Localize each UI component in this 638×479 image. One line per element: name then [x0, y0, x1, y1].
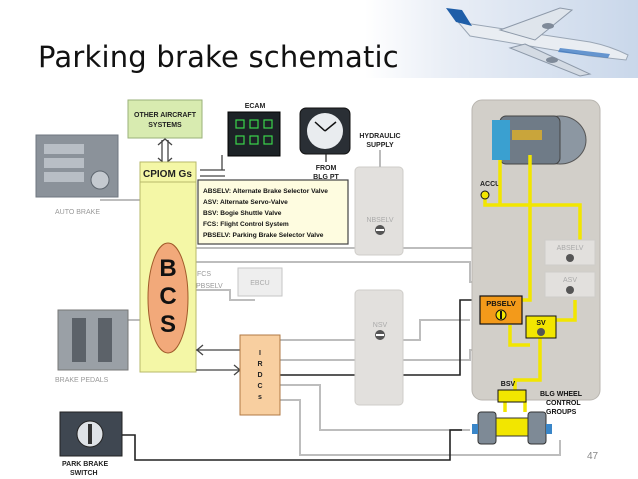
nsv-panel — [354, 289, 404, 406]
bcs-ellipse — [147, 242, 189, 354]
fcs-label: FCS — [197, 271, 211, 278]
brake-pedals-label: BRAKE PEDALS — [55, 377, 109, 384]
bsv-box — [497, 389, 527, 403]
airplane-image — [446, 7, 629, 77]
irdcs-letter-2: D — [257, 372, 262, 379]
irdcs-letter-4: s — [258, 394, 262, 401]
park-brake-label-2: SWITCH — [70, 470, 98, 477]
pbselv-small-label: PBSELV — [196, 283, 223, 290]
sv-label: SV — [536, 320, 546, 327]
ebcu-label: EBCU — [250, 280, 269, 287]
other-aircraft-label-2: SYSTEMS — [148, 122, 182, 129]
brake-pedals-image — [57, 309, 129, 371]
wheel-control-group-image — [472, 411, 552, 445]
page-number: 47 — [587, 451, 599, 462]
accu-label: ACCU — [480, 181, 500, 188]
nbselv-panel — [354, 166, 404, 256]
cpiom-label: CPIOM Gs — [143, 169, 192, 180]
pbselv-label: PBSELV — [486, 299, 515, 308]
other-aircraft-systems-box — [127, 99, 203, 139]
cpiom-box — [139, 161, 197, 183]
asv-valve-icon — [566, 286, 574, 294]
ebcu-box — [237, 267, 283, 297]
abselv-label: ABSELV — [557, 245, 584, 252]
bcs-letter-c: C — [159, 283, 176, 310]
ecam-display — [227, 111, 281, 157]
legend-item-0: ABSELV: Alternate Brake Selector Valve — [203, 188, 328, 195]
irdcs-letter-3: C — [257, 383, 262, 390]
sv-box — [525, 315, 557, 339]
irdcs-letter-0: I — [259, 350, 261, 357]
abselv-valve-icon — [566, 254, 574, 262]
park-brake-label-1: PARK BRAKE — [62, 461, 108, 468]
legend-item-2: BSV: Bogie Shuttle Valve — [203, 210, 282, 217]
irdcs-letter-1: R — [257, 361, 262, 368]
asv-label: ASV — [563, 277, 577, 284]
hydraulic-supply-label-2: SUPPLY — [366, 142, 394, 149]
legend-item-1: ASV: Alternate Servo-Valve — [203, 199, 288, 206]
legend-item-4: PBSELV: Parking Brake Selector Valve — [203, 232, 324, 239]
blg-label-3: GROUPS — [546, 409, 577, 416]
blg-label-2: CONTROL — [546, 400, 581, 407]
legend-box — [197, 179, 349, 245]
auto-brake-label: AUTO BRAKE — [55, 209, 100, 216]
sv-valve-icon — [537, 328, 545, 336]
bcs-letter-s: S — [160, 311, 176, 338]
legend-item-3: FCS: Flight Control System — [203, 221, 289, 228]
bsv-label: BSV — [501, 381, 516, 388]
nsv-label: NSV — [373, 322, 388, 329]
accumulator-image — [492, 115, 587, 165]
irdcs-box — [239, 334, 281, 416]
hydraulic-panel-right — [471, 99, 601, 401]
ecam-label: ECAM — [245, 103, 266, 110]
from-label-1: FROM — [316, 165, 337, 172]
from-label-2: BLG PT — [313, 174, 339, 181]
slide-title: Parking brake schematic — [38, 40, 399, 74]
bcs-letter-b: B — [159, 255, 176, 282]
nbselv-label: NBSELV — [366, 217, 393, 224]
hydraulic-supply-label-1: HYDRAULIC — [359, 133, 400, 140]
other-aircraft-label-1: OTHER AIRCRAFT — [134, 112, 197, 119]
blg-label-1: BLG WHEEL — [540, 391, 583, 398]
